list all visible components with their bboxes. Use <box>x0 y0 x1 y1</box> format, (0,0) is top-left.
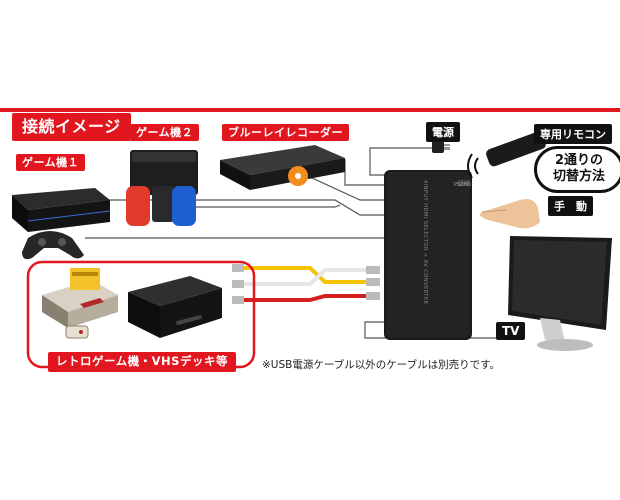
cable-note: ※USB電源ケーブル以外のケーブルは別売りです。 <box>262 359 501 371</box>
hand-pointing-icon <box>480 199 540 229</box>
vhs-deck <box>128 276 222 338</box>
label-manual: 手 動 <box>548 196 593 216</box>
rca-plugs <box>232 264 380 304</box>
power-plug-icon <box>432 141 450 153</box>
hdmi-selector-device <box>384 170 472 340</box>
label-retro-devices: レトロゲーム機・VHSデッキ等 <box>48 352 236 372</box>
selector-front-text: 4INPUT HDMI SELECTOR + AV CONVERTER <box>422 180 428 305</box>
header-rule <box>0 108 620 112</box>
rca-cables <box>238 266 372 302</box>
page-title: 接続イメージ <box>12 113 131 141</box>
gamepad <box>22 231 84 260</box>
label-tv: TV <box>496 322 526 340</box>
label-remote: 専用リモコン <box>534 124 612 144</box>
selector-badge: PS2HD <box>454 182 471 188</box>
game-console-2 <box>126 150 198 226</box>
label-bluray-recorder: ブルーレイレコーダー <box>222 124 349 141</box>
signal-waves-icon <box>467 153 479 179</box>
label-game-console-2: ゲーム機２ <box>130 124 200 141</box>
game-console-1 <box>12 188 111 232</box>
label-game-console-1: ゲーム機１ <box>16 154 86 171</box>
tv-monitor <box>508 236 612 351</box>
bluray-recorder <box>220 145 345 190</box>
switch-method-bubble: 2通りの 切替方法 <box>534 146 620 193</box>
label-power: 電源 <box>426 122 460 142</box>
retro-game-console <box>42 268 118 339</box>
remote-control <box>486 131 546 167</box>
